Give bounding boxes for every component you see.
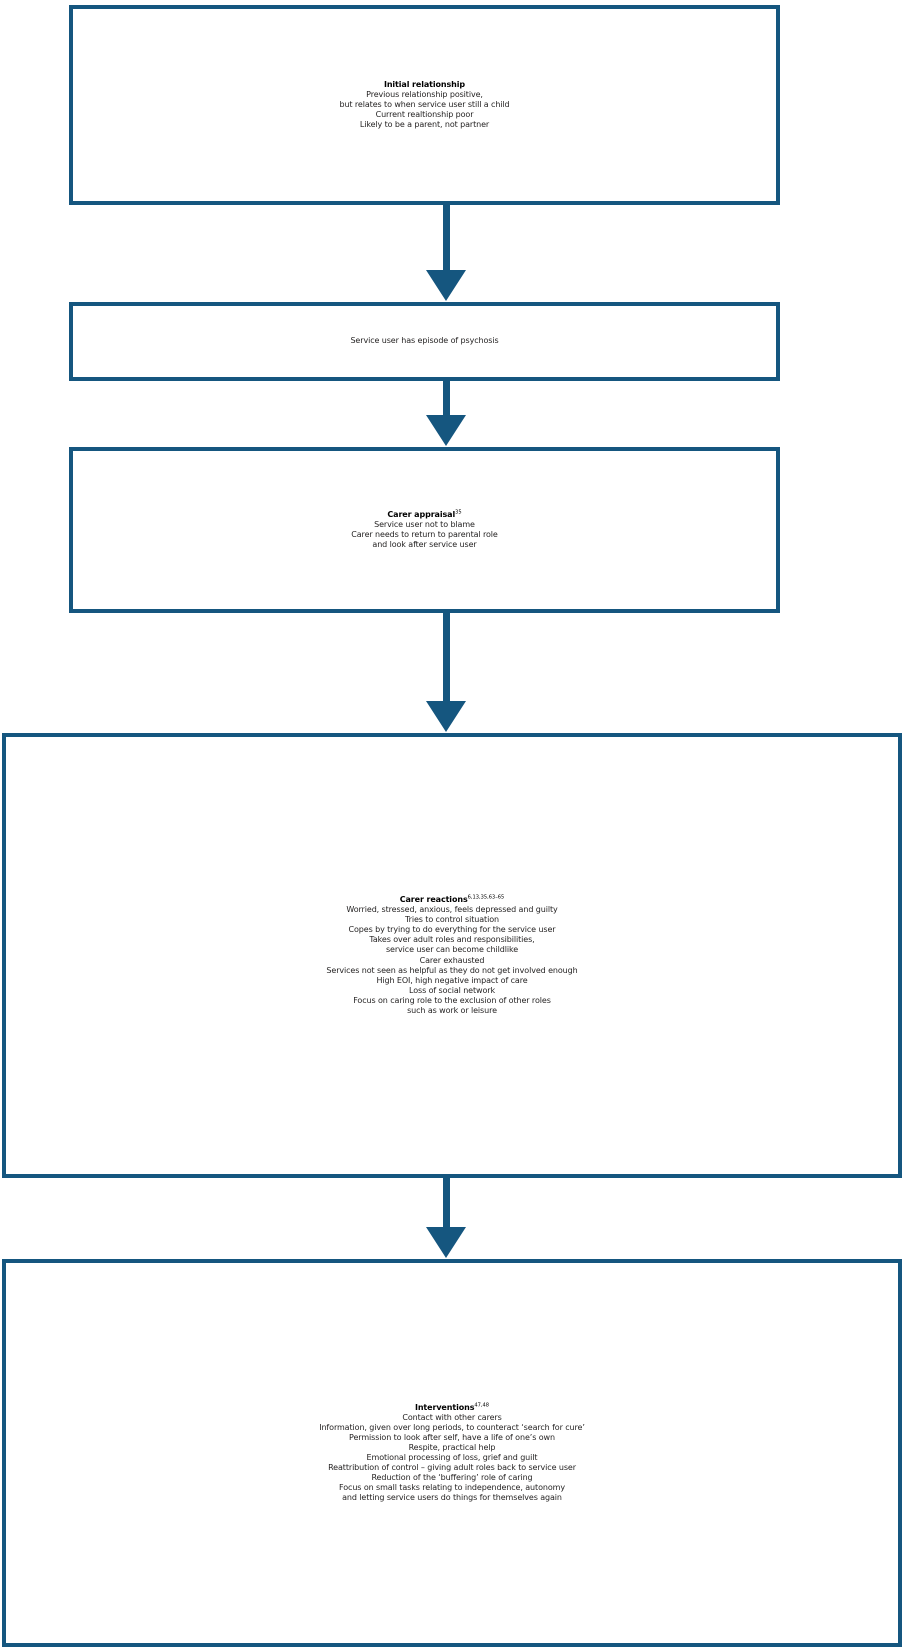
node-line: Current realtionship poor: [375, 110, 474, 120]
node-line: service user can become childlike: [385, 945, 519, 955]
node-line: Worried, stressed, anxious, feels depres…: [346, 905, 558, 915]
flow-node-carer-reactions: Carer reactions6,13,35,63–65 Worried, st…: [2, 733, 902, 1178]
node-line: such as work or leisure: [407, 1005, 497, 1015]
node-line: Service user has episode of psychosis: [350, 336, 499, 346]
node-heading: Interventions47,48: [414, 1402, 490, 1412]
node-line: Likely to be a parent, not partner: [359, 120, 490, 130]
node-line: Loss of social network: [409, 985, 495, 995]
flow-node-episode-of-psychosis: Service user has episode of psychosis: [69, 302, 780, 381]
arrow-shaft: [442, 613, 450, 702]
flow-node-interventions: Interventions47,48 Contact with other ca…: [2, 1259, 902, 1647]
arrow-head-icon: [426, 701, 466, 732]
node-line: Respite, practical help: [408, 1442, 496, 1452]
node-line: High EOI, high negative impact of care: [376, 975, 528, 985]
heading-superscript: 47,48: [474, 1402, 490, 1409]
node-text-block: Service user has episode of psychosis: [73, 336, 776, 346]
arrow-shaft: [442, 1178, 450, 1228]
node-text-block: Carer reactions6,13,35,63–65 Worried, st…: [6, 895, 898, 1015]
node-line: Focus on small tasks relating to indepen…: [339, 1483, 565, 1493]
node-line: Carer needs to return to parental role: [351, 530, 498, 539]
arrow-head-icon: [426, 415, 466, 446]
node-heading: Carer appraisal35: [387, 509, 462, 519]
node-text-block: Initial relationship Previous relationsh…: [73, 80, 776, 130]
node-line: Previous relationship positive,: [366, 89, 483, 99]
node-line: but relates to when service user still a…: [339, 99, 510, 109]
arrow-head-icon: [426, 270, 466, 301]
node-text-block: Carer appraisal35 Service user not to bl…: [73, 510, 776, 550]
node-line: and look after service user: [372, 540, 477, 550]
node-line: Services not seen as helpful as they do …: [326, 965, 578, 975]
arrow-appraisal-to-reactions: [426, 613, 466, 733]
node-line: and letting service users do things for …: [342, 1493, 562, 1503]
arrow-reactions-to-interventions: [426, 1178, 466, 1259]
arrow-head-icon: [426, 1227, 466, 1258]
node-line: Tries to control situation: [405, 915, 499, 925]
node-line: Emotional processing of loss, grief and …: [366, 1453, 538, 1462]
node-line: Service user not to blame: [374, 519, 475, 529]
flow-node-carer-appraisal: Carer appraisal35 Service user not to bl…: [69, 447, 780, 613]
node-line: Carer exhausted: [419, 955, 485, 965]
arrow-initial-to-episode: [426, 205, 466, 302]
flow-node-initial-relationship: Initial relationship Previous relationsh…: [69, 5, 780, 205]
node-line: Copes by trying to do everything for the…: [348, 925, 556, 935]
node-line: Permission to look after self, have a li…: [349, 1432, 555, 1442]
arrow-episode-to-appraisal: [426, 381, 466, 447]
node-line: Reduction of the ‘buffering’ role of car…: [371, 1473, 533, 1483]
node-line: Reattribution of control – giving adult …: [328, 1463, 576, 1473]
node-line: Information, given over long periods, to…: [319, 1422, 585, 1432]
heading-superscript: 35: [455, 509, 462, 516]
node-line: Focus on caring role to the exclusion of…: [353, 995, 551, 1005]
node-line: Takes over adult roles and responsibilit…: [369, 935, 535, 945]
node-text-block: Interventions47,48 Contact with other ca…: [6, 1403, 898, 1503]
heading-superscript: 6,13,35,63–65: [467, 894, 505, 901]
arrow-shaft: [442, 205, 450, 271]
arrow-shaft: [442, 381, 450, 416]
node-heading: Initial relationship: [383, 79, 466, 89]
node-heading: Carer reactions6,13,35,63–65: [399, 894, 505, 905]
node-line: Contact with other carers: [402, 1412, 502, 1422]
